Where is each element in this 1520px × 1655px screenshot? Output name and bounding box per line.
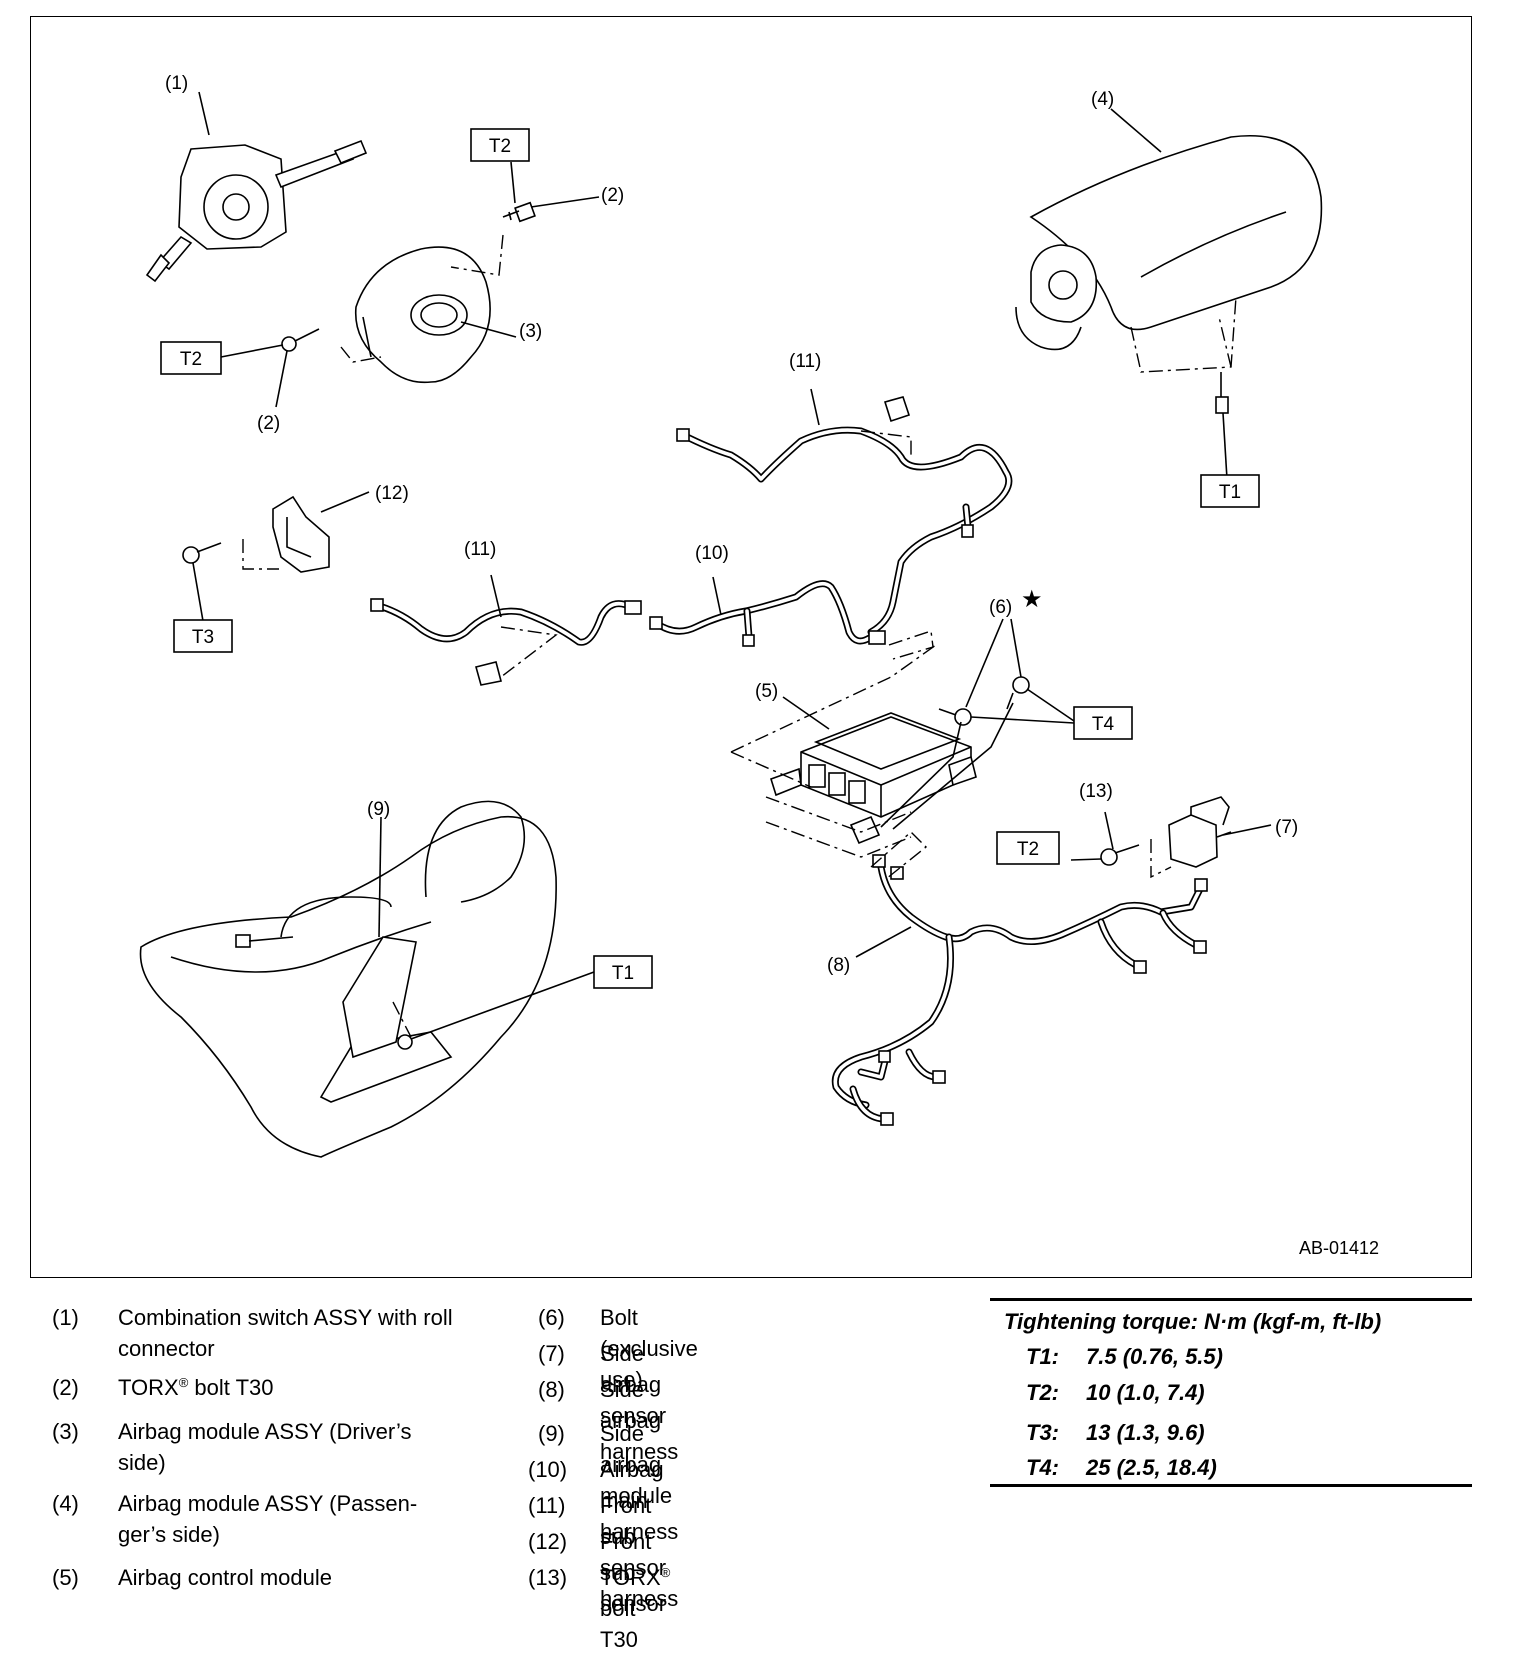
callout-1: (1) (165, 73, 188, 94)
callout-8: (8) (827, 955, 850, 976)
torque-table-bottom-rule (990, 1484, 1472, 1487)
side-airbag-harness-drawing (831, 831, 1208, 1126)
svg-text:T2: T2 (180, 349, 202, 370)
callout-12: (12) (375, 483, 409, 504)
callout-labels: (1) (2) (2) (3) (4) (11) (12) (11) (10) … (165, 73, 1298, 976)
callout-11-lower: (11) (464, 539, 496, 560)
callout-3: (3) (519, 321, 542, 342)
airbag-control-module-drawing (730, 644, 977, 858)
diagram-frame: (1) (2) (2) (3) (4) (11) (12) (11) (10) … (30, 16, 1472, 1278)
torque-box-t3: T3 (173, 619, 233, 653)
exploded-view-illustration: (1) (2) (2) (3) (4) (11) (12) (11) (10) … (139, 73, 1379, 1258)
driver-airbag-drawing (340, 234, 517, 384)
front-sub-sensor-harness-lower-drawing (370, 574, 642, 686)
legend-left-column: (1) Combination switch ASSY with roll co… (52, 1305, 453, 1590)
torx-bolt-upper-drawing (502, 161, 600, 223)
side-airbag-sensor-drawing (1070, 796, 1272, 879)
figure-id: AB-01412 (1299, 1238, 1379, 1258)
callout-5: (5) (755, 681, 778, 702)
combination-switch-drawing (145, 91, 368, 283)
svg-text:T4: T4 (1092, 714, 1115, 735)
passenger-airbag-drawing (1015, 108, 1323, 480)
callout-10: (10) (695, 543, 729, 564)
torque-box-t2-right: T2 (996, 831, 1060, 865)
callout-4: (4) (1091, 89, 1114, 110)
callout-11-upper: (11) (789, 351, 821, 372)
callout-6-star: ★ (1021, 586, 1043, 613)
torque-box-t4: T4 (1073, 706, 1133, 740)
svg-text:T1: T1 (1219, 482, 1241, 503)
front-sub-sensor-harness-upper-drawing (676, 388, 1013, 636)
torque-box-t2-upper: T2 (470, 128, 530, 162)
callout-7: (7) (1275, 817, 1298, 838)
torque-table-top-rule (990, 1298, 1472, 1301)
torque-box-t2-left: T2 (160, 341, 222, 375)
torque-box-t1-upper: T1 (1200, 474, 1260, 508)
airbag-main-harness-drawing (649, 576, 934, 660)
callout-9: (9) (367, 799, 390, 820)
svg-text:T3: T3 (192, 627, 214, 648)
torx-bolt-lower-drawing (220, 328, 320, 408)
svg-text:T2: T2 (489, 136, 511, 157)
callout-2-upper: (2) (601, 185, 624, 206)
torque-box-t1-lower: T1 (593, 955, 653, 989)
svg-text:T2: T2 (1017, 839, 1039, 860)
exclusive-bolts-drawing (880, 618, 1075, 830)
front-sub-sensor-drawing (182, 491, 370, 622)
callout-2-lower: (2) (257, 413, 280, 434)
svg-text:T1: T1 (612, 963, 634, 984)
torque-table-title: Tightening torque: N·m (kgf-m, ft-lb) (1004, 1309, 1382, 1334)
callout-13: (13) (1079, 781, 1113, 802)
seat-and-side-airbag-drawing (139, 800, 595, 1158)
legend-right-column: (6) Bolt (exclusive use) (7) Side airbag… (528, 1305, 698, 1652)
callout-6: (6) (989, 597, 1012, 618)
